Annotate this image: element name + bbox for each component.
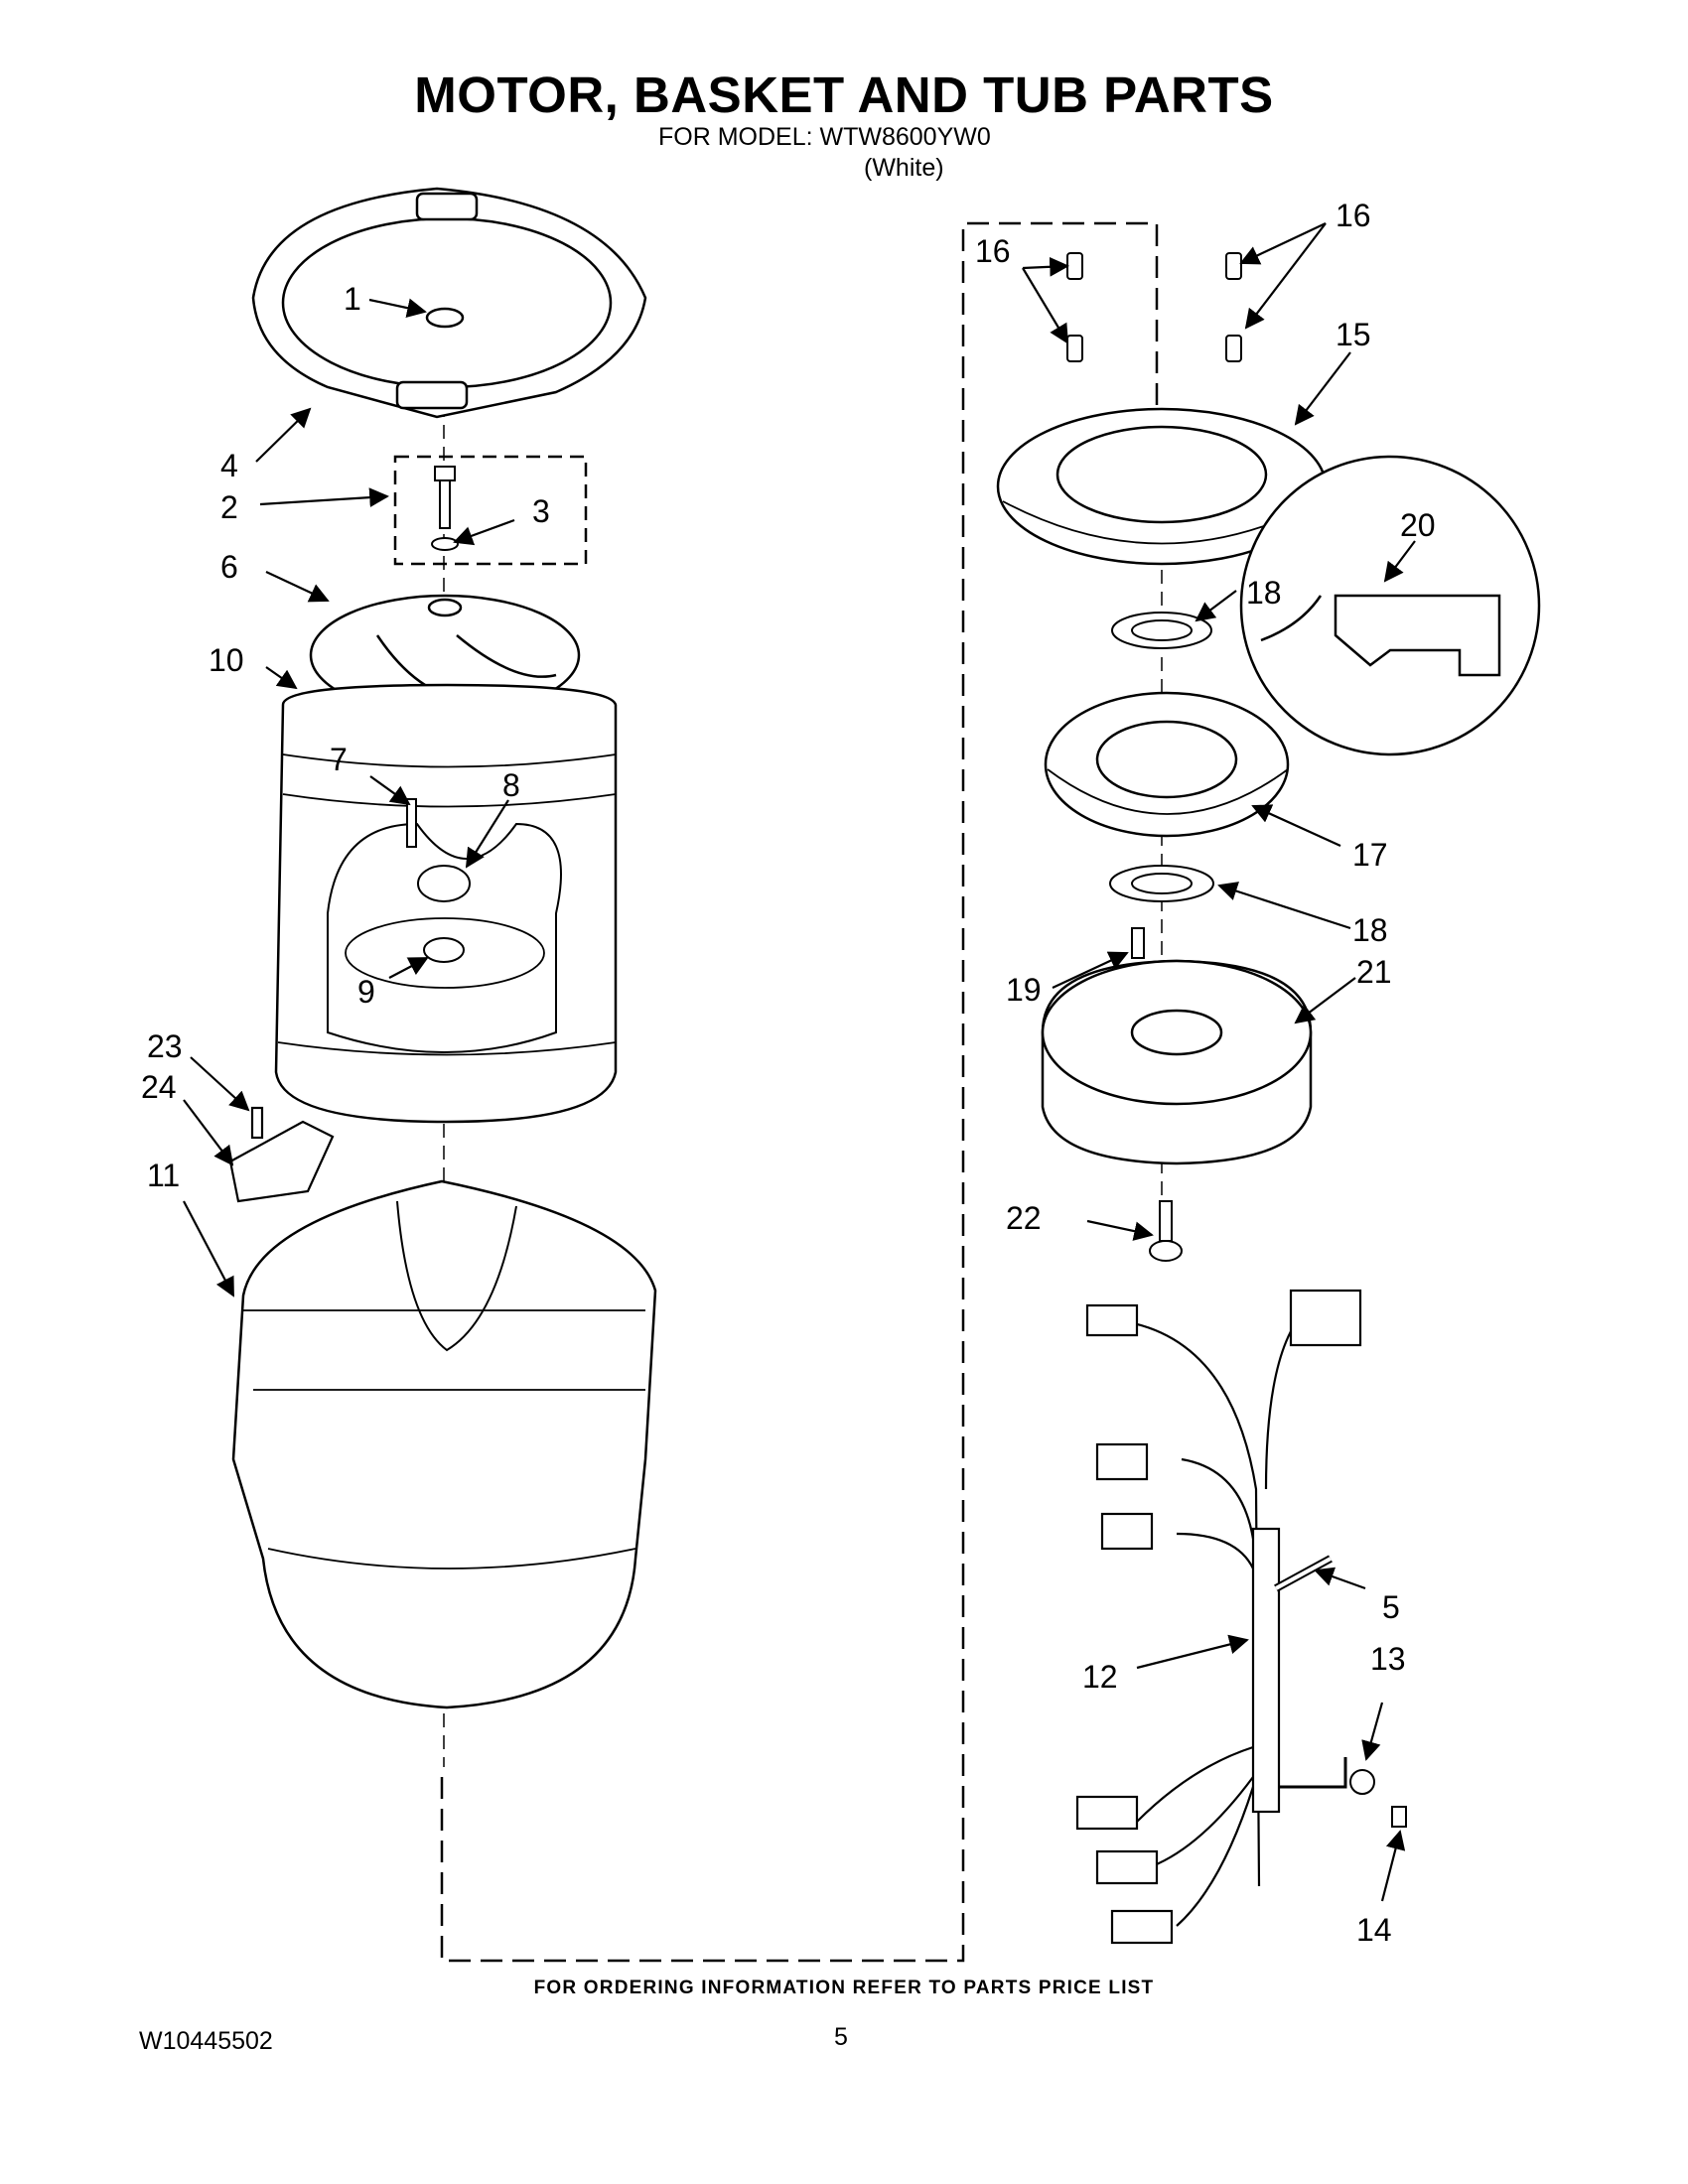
callout-label: 13 (1370, 1641, 1406, 1677)
outer-tub-part (231, 1179, 657, 1709)
ordering-note: FOR ORDERING INFORMATION REFER TO PARTS … (533, 1978, 1155, 1998)
callout-label: 6 (220, 549, 238, 585)
model-variant: (White) (864, 154, 944, 182)
callout-label: 24 (141, 1069, 177, 1105)
basket-part (274, 683, 618, 1124)
harness-screw-part (1391, 1806, 1407, 1828)
hub-part (417, 865, 471, 902)
callout-label: 18 (1246, 575, 1282, 611)
callout-label: 12 (1082, 1659, 1118, 1695)
callout-label: 14 (1356, 1912, 1392, 1948)
bracket-part (228, 1120, 335, 1203)
connector-detail-part (1239, 455, 1541, 756)
document-number: W10445502 (139, 2027, 273, 2055)
callout-label: 3 (532, 493, 550, 529)
stator-part (1044, 691, 1290, 838)
callout-label: 15 (1336, 317, 1371, 352)
callout-label: 17 (1352, 837, 1388, 873)
callout-label: 1 (344, 281, 361, 317)
screw-part (406, 798, 417, 848)
stator-screw-part (1131, 927, 1145, 959)
callout-label: 22 (1006, 1200, 1042, 1236)
callout-label: 11 (147, 1158, 180, 1193)
rotor-part (1041, 959, 1313, 1165)
callout-label: 20 (1400, 507, 1436, 543)
callout-labels: 1 2 3 4 6 10 7 8 9 23 24 11 16 16 15 20 … (141, 198, 1436, 1948)
callout-label: 7 (330, 742, 348, 777)
page-number: 5 (834, 2023, 848, 2051)
callout-label: 23 (147, 1028, 183, 1064)
assembly-boundary (440, 221, 1159, 1963)
callout-label: 21 (1356, 954, 1392, 990)
callout-label: 16 (1336, 198, 1371, 233)
callout-label: 2 (220, 489, 238, 525)
gear-part (423, 937, 465, 963)
tub-ring-part (251, 187, 647, 419)
page-title: MOTOR, BASKET AND TUB PARTS (414, 67, 1274, 123)
gasket-parts (1109, 612, 1214, 902)
callout-label: 5 (1382, 1589, 1400, 1625)
callout-label: 8 (502, 767, 520, 803)
model-line: FOR MODEL: WTW8600YW0 (658, 123, 991, 151)
callout-label: 4 (220, 448, 238, 483)
callout-label: 10 (209, 642, 244, 678)
callout-label: 16 (975, 233, 1011, 269)
callout-label: 18 (1352, 912, 1388, 948)
callout-label: 19 (1006, 972, 1042, 1008)
bracket-screw-part (250, 1106, 264, 1140)
stator-mount-part (996, 407, 1328, 566)
pin-parts (1066, 252, 1242, 362)
callout-label: 9 (357, 974, 375, 1010)
clamp-part (1349, 1769, 1375, 1795)
bolt-kit (393, 455, 588, 566)
rotor-bolt-part (1149, 1200, 1183, 1262)
wiring-harness-part (1075, 1289, 1362, 1945)
